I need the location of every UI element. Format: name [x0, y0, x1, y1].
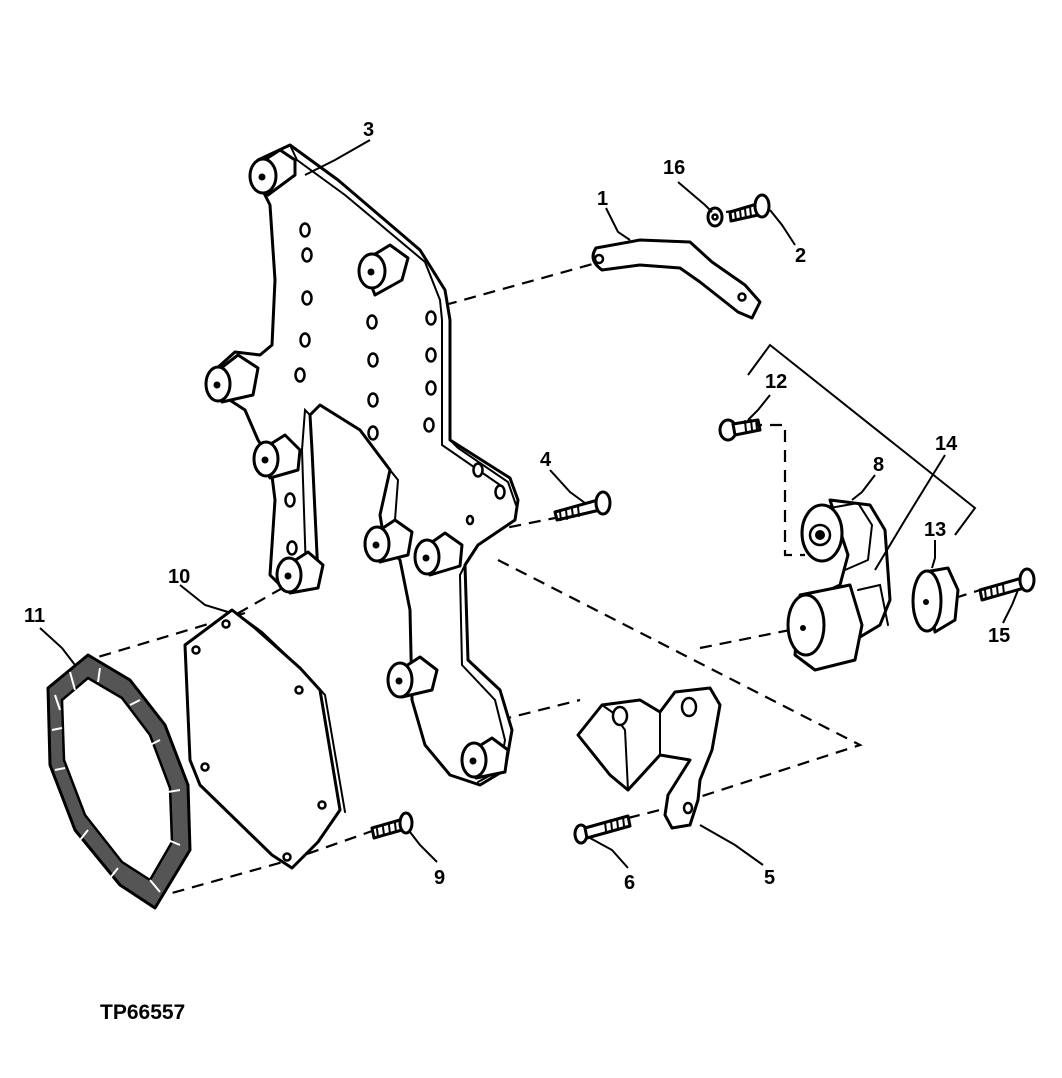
leader-lines [39, 139, 1019, 869]
cap-screw-6 [573, 814, 632, 845]
callout-12: 12 [765, 371, 787, 393]
strap-bracket [591, 238, 762, 320]
pulley-13 [911, 566, 960, 634]
callout-5: 5 [764, 867, 775, 889]
plate-holes [284, 222, 506, 556]
cap-screw-12 [718, 418, 762, 442]
plate-bosses [204, 148, 510, 780]
callout-8: 8 [873, 454, 884, 476]
callout-10: 10 [168, 566, 190, 588]
cap-screw-15 [978, 567, 1036, 602]
gasket-11 [46, 653, 192, 910]
bracket-5 [576, 686, 722, 830]
cover-plate-10 [183, 608, 346, 870]
callout-6: 6 [624, 872, 635, 894]
callout-3: 3 [363, 119, 374, 141]
cap-screw-9 [370, 811, 414, 840]
callout-11: 11 [24, 605, 45, 627]
callout-4: 4 [540, 449, 552, 471]
callout-2: 2 [795, 245, 806, 267]
callout-9: 9 [434, 867, 445, 889]
cap-screw-4 [553, 490, 612, 522]
callout-13: 13 [924, 519, 946, 541]
mounting-bracket-plate [204, 143, 520, 787]
cap-screw-2 [728, 193, 771, 223]
group-bracket [747, 343, 977, 536]
callout-labels: 1 2 3 4 5 6 8 9 10 11 12 13 14 15 16 [24, 119, 1010, 894]
figure-id: TP66557 [100, 1001, 185, 1024]
callout-14: 14 [935, 433, 958, 455]
belt-tensioner [786, 498, 892, 672]
callout-16: 16 [663, 157, 685, 179]
callout-1: 1 [597, 188, 608, 210]
callout-15: 15 [988, 625, 1010, 647]
